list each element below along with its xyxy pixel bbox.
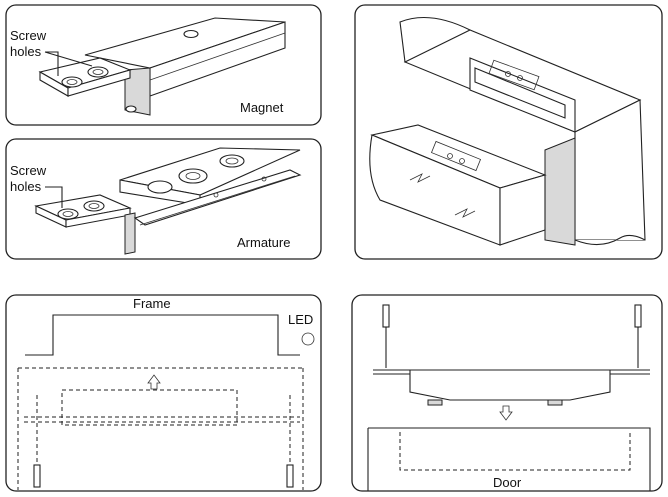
led-label: LED (288, 312, 313, 327)
magnet-caption: Magnet (240, 100, 284, 115)
magnet-panel: Screw holes Magnet (5, 4, 322, 126)
magnet-illustration (38, 17, 286, 116)
armature-panel: Screw holes Armature (5, 138, 322, 260)
armature-callout-line1: Screw (10, 163, 47, 178)
armature-caption: Armature (237, 235, 290, 250)
door-label: Door (493, 475, 522, 490)
up-arrow-icon (147, 374, 161, 390)
armature-callout: Screw holes (10, 163, 63, 208)
frame-label: Frame (133, 296, 171, 311)
down-arrow-icon (499, 405, 513, 421)
screw-icon (634, 304, 642, 328)
magnet-callout: Screw holes (10, 28, 93, 76)
frame-mount-panel: Frame LED (5, 294, 322, 492)
screw-icon (286, 464, 294, 488)
installed-view-panel (354, 4, 663, 260)
armature-illustration (34, 147, 302, 255)
screw-icon (33, 464, 41, 488)
screw-icon (382, 304, 390, 328)
frame-wall-illustration (399, 17, 646, 246)
door-mount-panel: Door (351, 294, 663, 492)
frame-mount-border (5, 294, 322, 492)
magnet-callout-line2: holes (10, 44, 42, 59)
led-indicator-icon (301, 332, 315, 346)
magnet-callout-line1: Screw (10, 28, 47, 43)
armature-callout-line2: holes (10, 179, 42, 194)
frame-mount-illustration (17, 314, 304, 490)
door-armature-illustration (369, 124, 547, 246)
door-mount-illustration (367, 304, 651, 491)
